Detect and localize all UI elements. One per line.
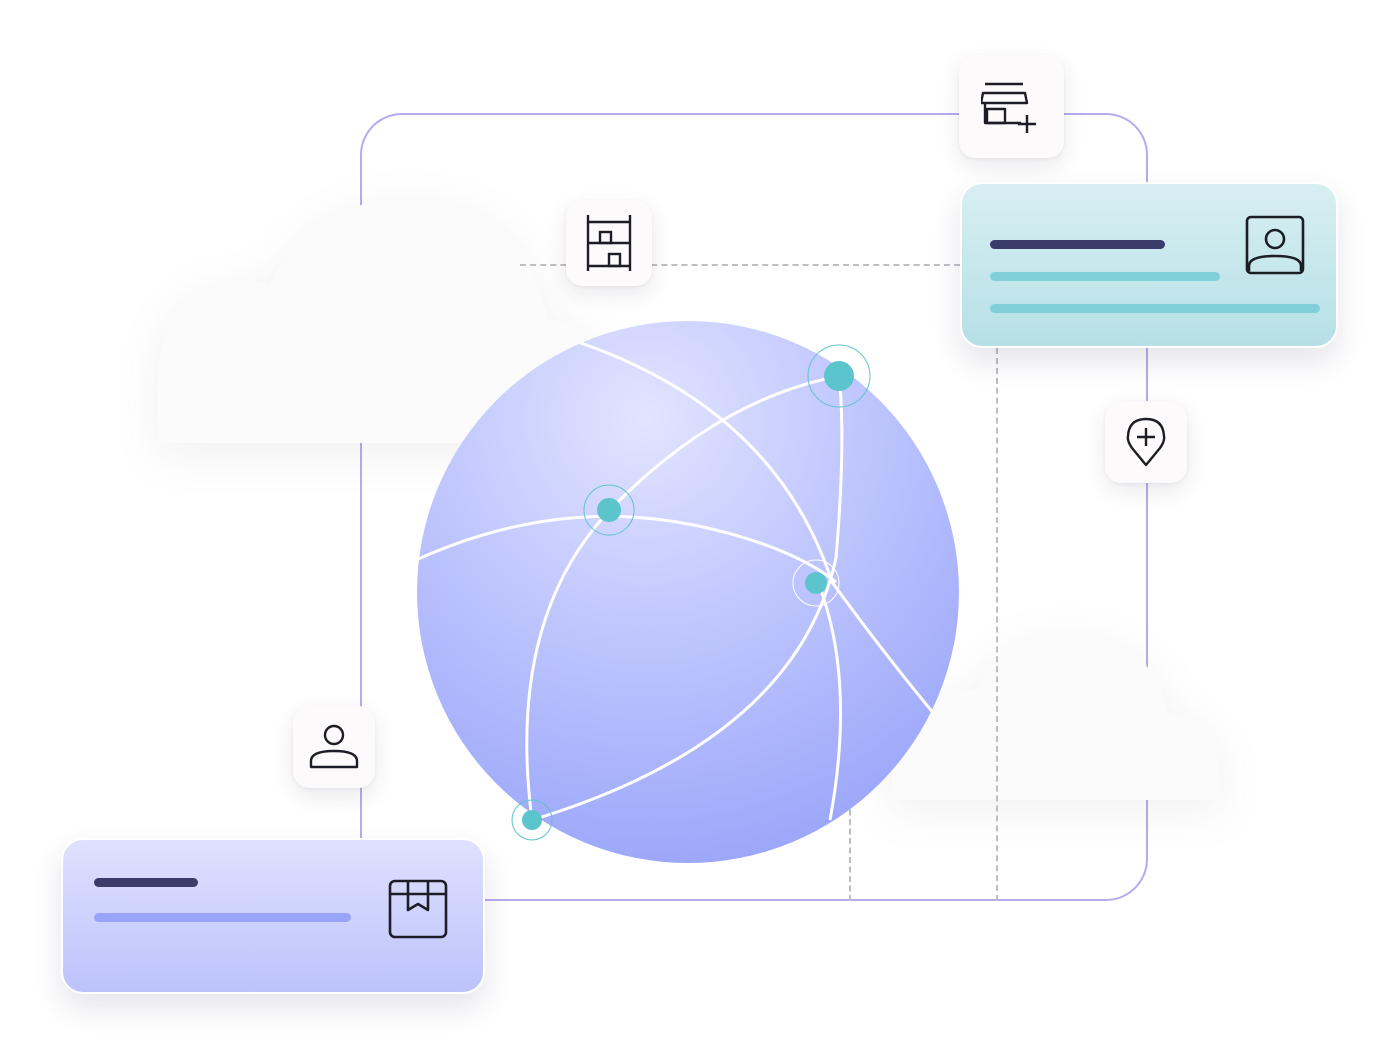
globe-meridian-4 [816, 581, 842, 821]
node-edge [510, 798, 556, 849]
user-tile[interactable] [293, 706, 375, 788]
node-ring [807, 344, 871, 408]
card-line-bar [94, 913, 351, 922]
frame-outline [360, 113, 1148, 901]
cloud-right [888, 632, 1226, 804]
dashed-connector-right [996, 348, 998, 901]
package-box-icon [388, 879, 448, 939]
node-dot [824, 361, 854, 391]
card-title-bar [990, 240, 1165, 249]
globe-latitude [417, 514, 837, 584]
contact-card-icon [1245, 215, 1305, 275]
card-line-bar [990, 304, 1320, 313]
globe-meridian-1 [577, 340, 958, 741]
warehouse-tile[interactable] [566, 200, 652, 286]
card-title-bar [94, 878, 198, 887]
globe-nodes [583, 344, 871, 607]
cloud-left [140, 195, 620, 450]
warehouse-shelves-icon [586, 215, 632, 271]
dashed-connector-top [520, 264, 960, 266]
contact-card[interactable] [960, 182, 1338, 348]
card-line-bar [990, 272, 1220, 281]
store-add-icon [980, 82, 1036, 133]
user-icon [309, 724, 359, 769]
add-location-pin-icon [1126, 417, 1166, 467]
node-ring [583, 484, 635, 536]
node-dot [597, 498, 621, 522]
package-card[interactable] [61, 838, 485, 994]
dashed-connector-bottom [849, 800, 851, 901]
node-ring [792, 559, 840, 607]
globe [416, 320, 960, 864]
node-dot [805, 572, 827, 594]
store-add-tile[interactable] [959, 55, 1064, 158]
add-location-tile[interactable] [1105, 401, 1187, 483]
